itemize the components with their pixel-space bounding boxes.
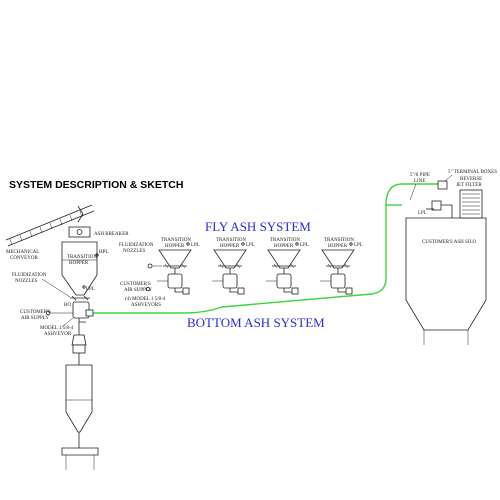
fly-hopper-label-1: TRANSITION [216,238,246,243]
fly-lpl-label: LPL [354,243,363,248]
fly-lpl-label: LPL [300,243,309,248]
bottom-ash-hopper [65,364,93,433]
bottom-ash-system-title: BOTTOM ASH SYSTEM [187,315,325,330]
silo-label: CUSTOMER'S ASH SILO [422,240,477,245]
model-label-1: MODEL 1 5/8-4 [40,326,74,331]
hpl-label: HPL [99,250,108,255]
pipe-line-label-2: LINE [414,179,425,184]
fly-air-supply-label-2: AIR SUPPLY [124,288,152,293]
reverse-jet-filter [459,189,483,219]
lpl-label: LPL [86,287,95,292]
transition-hopper [61,241,98,296]
fly-transition-hopper [158,249,192,269]
fly-ashveyor [276,273,292,289]
fly-lpl-label: LPL [191,243,200,248]
fly-outlet [283,288,292,293]
fly-hopper-label-2: HOPPER [274,244,294,249]
fly-outlet [337,288,346,293]
fly-outlet [174,288,183,293]
fly-model-label-2: ASHVEYORS [131,303,161,308]
terminal-box-lower [431,200,442,211]
ash-breaker-label: ASH BREAKER [94,232,129,237]
fly-hopper-label-2: HOPPER [220,244,240,249]
fly-ashveyor [330,273,346,289]
silo-lpl-label: LPL [418,211,427,216]
fly-model-label-1: (4) MODEL 1 5/8-4 [125,297,166,302]
fly-nozzle-marks [164,263,186,269]
lpl-sensor-icon [295,242,299,246]
lpl-sensor-icon [186,242,190,246]
fly-nozzle-marks [273,263,295,269]
fly-discharge-valve [237,287,245,295]
model-label-2: ASHVEYOR [44,332,72,337]
mechanical-conveyor-label-1: MECHANICAL [6,250,39,255]
filter-label-2: JET FILTER [456,183,482,188]
lpl-sensor-icon [349,242,353,246]
filter-label-1: REVERSE [460,177,482,182]
fluidization-nozzles-label-1: FLUIDIZATION [12,273,47,278]
fly-air-supply-label-1: CUSTOMER'S [120,282,151,287]
fly-ashveyor [222,273,238,289]
air-tag: BO [64,303,71,308]
lpl-sensor-icon [241,242,245,246]
fly-transition-hopper [213,249,247,269]
terminal-boxes-label: 5" TERMINAL BOXES [448,170,497,175]
fly-discharge-valve [182,287,190,295]
fly-lpl-label: LPL [246,243,255,248]
ash-breaker [68,226,91,238]
fly-discharge-valve [291,287,299,295]
air-supply-label-2: AIR SUPPLY [21,316,49,321]
hopper-label-2: HOPPER [69,261,89,266]
fly-transition-hopper [321,249,355,269]
air-supply-label-1: CUSTOMER'S [20,310,51,315]
silo-body [405,217,487,331]
mechanical-conveyor [5,204,95,247]
fly-ash-system-title: FLY ASH SYSTEM [205,219,311,234]
pipe-line-label-1: 5"/8 PIPE [410,173,430,178]
fly-ashveyor [167,273,183,289]
fly-outlet [229,288,238,293]
ash-silo: CUSTOMER'S ASH SILO REVERSE JET FILTER 5… [405,170,497,345]
fly-air-valve-icon [145,286,151,292]
fly-hopper-label-1: TRANSITION [270,238,300,243]
fly-nozzle-marks [219,263,241,269]
fly-hopper-label-2: HOPPER [165,244,185,249]
mechanical-conveyor-label-2: CONVEYOR [10,256,38,261]
fly-discharge-valve [345,287,353,295]
hopper-label-1: TRANSITION [67,255,97,260]
discharge-valve [85,309,94,317]
fly-transition-hopper [267,249,301,269]
fly-nozzle-marks [327,263,349,269]
bottom-ash-unit: MECHANICAL CONVEYOR ASH BREAKER TRANSITI… [5,204,129,470]
fly-fluidization-label-2: NOZZLES [123,249,145,254]
fly-fluidization-label-1: FLUIDIZATION [119,243,154,248]
fly-hopper-label-1: TRANSITION [161,238,191,243]
terminal-box-upper [437,180,448,190]
fly-hopper-label-2: HOPPER [328,244,348,249]
fluidization-nozzles-label-2: NOZZLES [15,279,37,284]
fly-nozzle-icon [147,263,153,269]
diagram-heading: SYSTEM DESCRIPTION & SKETCH [9,179,183,191]
fly-hopper-label-1: TRANSITION [324,238,354,243]
air-supply-valve-icon [45,310,51,316]
